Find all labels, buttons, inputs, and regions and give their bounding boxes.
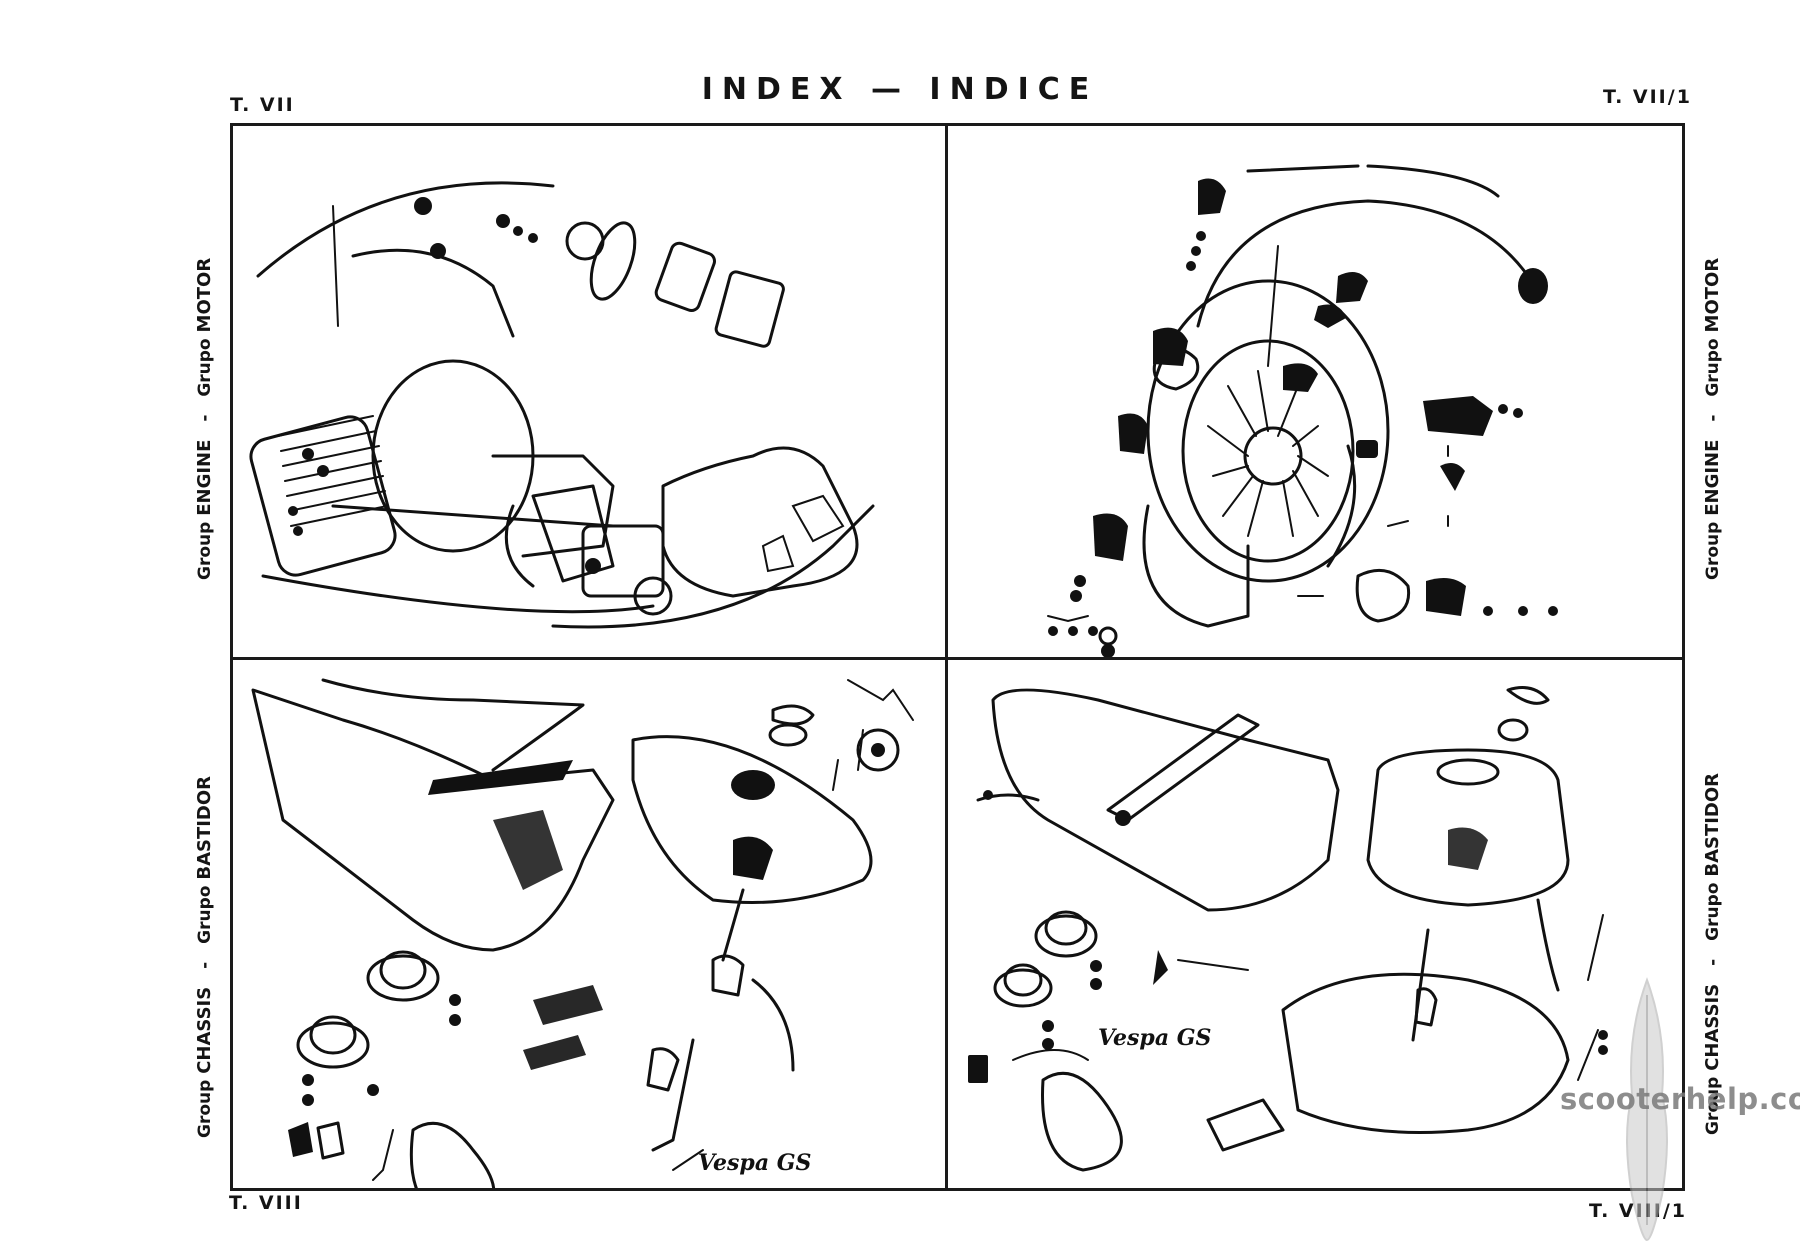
flywheel-cowling [1146, 279, 1390, 583]
grupo-word: Grupo [195, 885, 215, 944]
group-word: Group [1703, 521, 1723, 580]
engine-exploded-drawing [249, 181, 875, 629]
group-word: Group [195, 521, 215, 580]
fuel-tap [711, 954, 745, 997]
body-panel [661, 446, 859, 598]
horn-casting [409, 1121, 495, 1188]
fuel-cap [771, 704, 815, 726]
grupo-name: MOTOR [194, 257, 215, 333]
separator: - [195, 414, 215, 422]
separator: - [1703, 414, 1723, 422]
frame-body [991, 688, 1340, 912]
cable [256, 181, 555, 278]
grupo-name: BASTIDOR [194, 775, 215, 880]
group-name: CHASSIS [1702, 983, 1723, 1071]
floor-frame [1281, 972, 1570, 1134]
panel-chassis-t8[interactable]: Vespa GS [233, 660, 945, 1188]
bracket [1423, 396, 1493, 436]
cylinder-head [249, 415, 397, 577]
floor-strip [533, 985, 603, 1025]
horizontal-divider [230, 657, 1685, 660]
fuel-cap [1506, 686, 1550, 705]
fuel-pipe [751, 978, 795, 1072]
table-label-bottom-left: T. VIII [229, 1192, 303, 1214]
floor-mat [1206, 1098, 1285, 1152]
frame-body [251, 688, 615, 952]
grupo-name: BASTIDOR [1702, 772, 1723, 877]
watermark-scooter-icon [1626, 977, 1668, 1242]
gasket [589, 221, 637, 301]
carburettor [581, 524, 665, 598]
vespa-gs-emblem: Vespa GS [1098, 1025, 1211, 1051]
side-label-chassis-left: Group CHASSIS - Grupo BASTIDOR [194, 776, 215, 1138]
horn-casting [1041, 1071, 1123, 1172]
panel-chassis-t8-1[interactable]: Vespa GS [948, 660, 1682, 1188]
side-label-engine-left: Group ENGINE - Grupo MOTOR [194, 258, 215, 580]
group-name: ENGINE [194, 439, 215, 516]
separator: - [1703, 958, 1723, 966]
group-word: Group [195, 1079, 215, 1138]
side-label-engine-right: Group ENGINE - Grupo MOTOR [1702, 258, 1723, 580]
table-label-top-left: T. VII [230, 94, 295, 116]
cable [1366, 164, 1500, 198]
panel-engine-t7-1[interactable] [948, 126, 1682, 657]
chassis-exploded-drawing: Vespa GS [251, 678, 914, 1188]
grupo-word: Grupo [1703, 338, 1723, 397]
shaft-housing [531, 484, 615, 583]
group-name: CHASSIS [194, 986, 215, 1074]
crankcase-half [1142, 504, 1250, 628]
vespa-gs-emblem: Vespa GS [698, 1150, 811, 1176]
grupo-word: Grupo [195, 338, 215, 397]
cover [714, 270, 785, 348]
watermark-text: scooterhelp.com [1560, 1082, 1800, 1116]
fuel-tank [631, 735, 873, 904]
carb-bracket [504, 504, 535, 588]
table-label-top-right: T. VII/1 [1603, 86, 1692, 108]
grupo-word: Grupo [1703, 882, 1723, 941]
group-name: ENGINE [1702, 439, 1723, 516]
coil [654, 241, 716, 312]
fuel-tank [1366, 748, 1570, 907]
grupo-name: MOTOR [1702, 257, 1723, 333]
separator: - [195, 961, 215, 969]
flywheel [1181, 339, 1355, 563]
seal [1355, 568, 1411, 623]
chassis-frame-drawing: Vespa GS [968, 686, 1608, 1172]
panel-engine-t7[interactable] [233, 126, 945, 657]
side-label-chassis-right: Group CHASSIS - Grupo BASTIDOR [1702, 773, 1723, 1135]
page-title: INDEX — INDICE [701, 72, 1099, 107]
magneto-exploded-drawing [1047, 164, 1558, 657]
lead-wire [1326, 444, 1357, 568]
badge [968, 1055, 988, 1083]
